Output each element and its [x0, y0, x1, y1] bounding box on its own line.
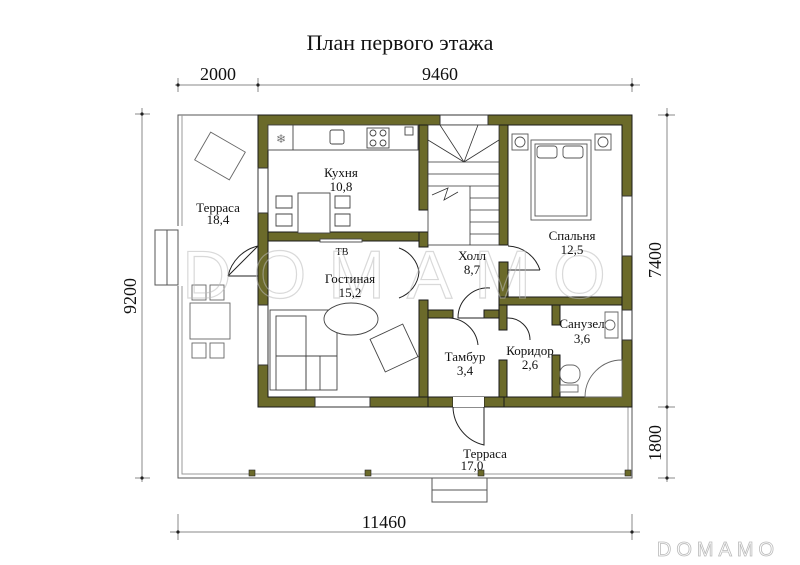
room-labels: Кухня 10,8 Терраса 18,4 Гостиная 15,2 Хо… — [196, 165, 605, 473]
room-name-living: Гостиная — [325, 271, 375, 286]
room-name-corridor: Коридор — [506, 343, 554, 358]
room-area-living: 15,2 — [339, 285, 362, 300]
plan-title: План первого этажа — [307, 30, 494, 55]
room-area-hall: 8,7 — [464, 262, 481, 277]
dim-bottom: 11460 — [362, 512, 406, 532]
staircase — [427, 124, 500, 246]
dim-left: 9200 — [120, 278, 140, 314]
dim-right-top: 7400 — [645, 242, 665, 278]
room-area-corridor: 2,6 — [522, 357, 539, 372]
room-name-terrace-bottom: Терраса — [463, 446, 507, 461]
dim-right-bottom: 1800 — [645, 425, 665, 461]
doors — [227, 245, 541, 446]
watermark: DOMAMO — [182, 237, 628, 313]
living-furniture — [269, 238, 419, 391]
room-name-hall: Холл — [458, 248, 486, 263]
bathroom-furniture — [559, 311, 623, 398]
room-name-tambur: Тамбур — [445, 349, 486, 364]
bedroom-furniture — [511, 133, 612, 221]
dimension-bottom — [170, 514, 640, 540]
windows — [257, 114, 633, 408]
room-area-bedroom: 12,5 — [561, 242, 584, 257]
room-area-terrace-left: 18,4 — [207, 212, 230, 227]
room-area-bathroom: 3,6 — [574, 331, 591, 346]
interior-walls — [267, 124, 623, 408]
kitchen-furniture — [267, 124, 419, 234]
terrace-furniture — [189, 131, 246, 359]
entrance-opening — [453, 397, 484, 407]
room-area-terrace-bottom: 17,0 — [461, 458, 484, 473]
terrace-steps-bottom — [431, 477, 488, 503]
room-name-bathroom: Санузел — [559, 316, 605, 331]
terrace-steps-left — [154, 229, 179, 286]
room-area-kitchen: 10,8 — [330, 179, 353, 194]
room-name-terrace-left: Терраса — [196, 200, 240, 215]
terrace-posts — [248, 469, 632, 477]
dim-top-right: 9460 — [422, 64, 458, 84]
snowflake-icon: ❄ — [276, 132, 286, 146]
tv-label: ТВ — [336, 247, 349, 258]
room-name-kitchen: Кухня — [324, 165, 358, 180]
dim-top-left: 2000 — [200, 64, 236, 84]
terrace-outline — [177, 114, 633, 479]
room-area-tambur: 3,4 — [457, 363, 474, 378]
dimension-top — [175, 78, 640, 92]
room-name-bedroom: Спальня — [549, 228, 596, 243]
watermark-corner: DOMAMO — [657, 539, 779, 561]
